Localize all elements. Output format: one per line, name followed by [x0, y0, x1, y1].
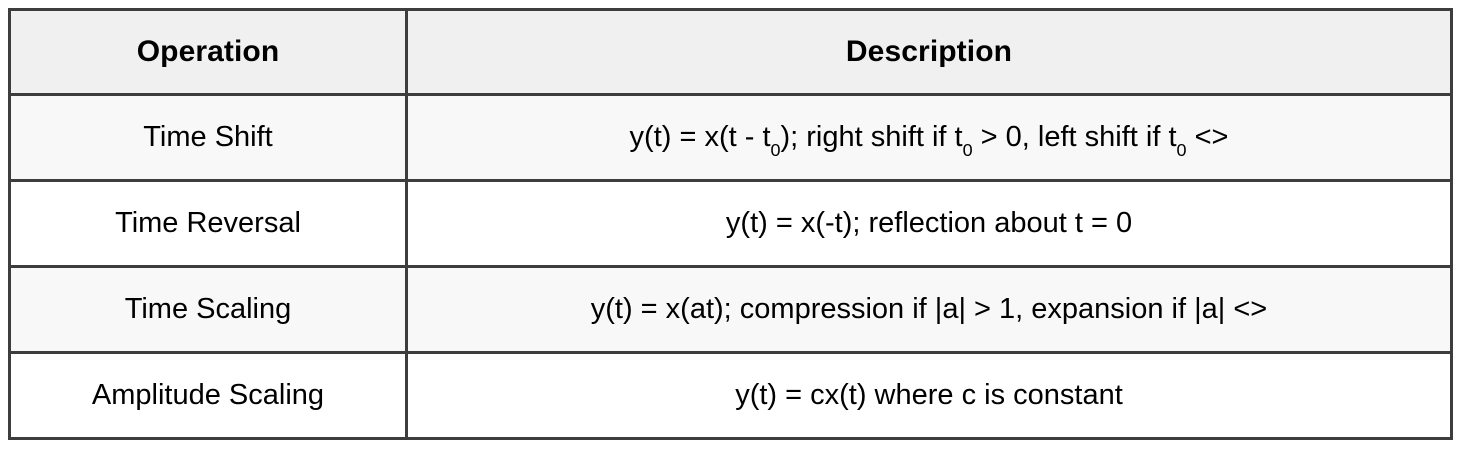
- column-header-description: Description: [405, 8, 1453, 96]
- cell-description: y(t) = x(-t); reflection about t = 0: [405, 179, 1453, 268]
- subscript-text: 0: [962, 139, 973, 160]
- cell-description: y(t) = x(at); compression if |a| > 1, ex…: [405, 265, 1453, 354]
- cell-operation: Time Scaling: [8, 265, 408, 354]
- table-header: Operation Description: [8, 8, 1453, 96]
- column-header-operation: Operation: [8, 8, 408, 96]
- cell-description: y(t) = x(t - t0); right shift if t0 > 0,…: [405, 93, 1453, 182]
- subscript-text: 0: [770, 139, 781, 160]
- cell-operation: Time Shift: [8, 93, 408, 182]
- cell-operation: Time Reversal: [8, 179, 408, 268]
- subscript-text: 0: [1176, 139, 1187, 160]
- cell-description: y(t) = cx(t) where c is constant: [405, 351, 1453, 440]
- cell-operation: Amplitude Scaling: [8, 351, 408, 440]
- table-header-row: Operation Description: [8, 8, 1453, 96]
